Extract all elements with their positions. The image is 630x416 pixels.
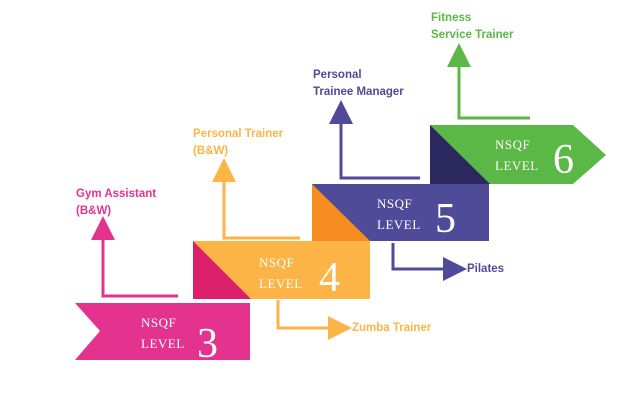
role-pilates: Pilates bbox=[467, 261, 504, 278]
level-5-number: 5 bbox=[435, 196, 456, 242]
level-3-label: NSQF LEVEL 3 bbox=[141, 315, 241, 365]
level-3-word: LEVEL bbox=[141, 336, 185, 351]
role-gym-assistant: Gym Assistant (B&W) bbox=[76, 186, 156, 220]
role-personal-trainer-line-2: (B&W) bbox=[193, 145, 229, 157]
level-6-number: 6 bbox=[553, 137, 574, 183]
role-personal-trainee-manager: Personal Trainee Manager bbox=[313, 67, 404, 101]
connector-pilates bbox=[391, 243, 467, 281]
role-personal-trainer: Personal Trainer (B&W) bbox=[193, 126, 283, 160]
connector-fitness-service-trainer bbox=[447, 43, 530, 120]
level-5-label: NSQF LEVEL 5 bbox=[377, 196, 477, 240]
level-4-number: 4 bbox=[319, 255, 340, 301]
connector-personal-trainer bbox=[212, 158, 300, 240]
level-4-nsqf: NSQF bbox=[259, 255, 295, 270]
role-zumba-trainer: Zumba Trainer bbox=[352, 320, 431, 337]
level-3-block bbox=[75, 303, 250, 360]
role-gym-assistant-line-1: Gym Assistant bbox=[76, 188, 157, 200]
level-5-nsqf: NSQF bbox=[377, 196, 413, 211]
role-personal-trainer-line-1: Personal Trainer bbox=[193, 128, 284, 140]
level-6-word: LEVEL bbox=[495, 158, 539, 173]
level-3-number: 3 bbox=[197, 321, 218, 367]
level-4-label: NSQF LEVEL 4 bbox=[259, 255, 359, 299]
role-personal-trainee-manager-line-2: Trainee Manager bbox=[313, 86, 404, 98]
level-4-block bbox=[193, 241, 370, 299]
level-6-label: NSQF LEVEL 6 bbox=[495, 137, 595, 181]
role-personal-trainee-manager-line-1: Personal bbox=[313, 69, 362, 81]
connector-gym-assistant bbox=[91, 216, 178, 298]
role-pilates-line-1: Pilates bbox=[467, 263, 505, 275]
role-fitness-service-trainer: Fitness Service Trainer bbox=[431, 10, 513, 44]
level-4-word: LEVEL bbox=[259, 276, 303, 291]
connector-zumba-trainer bbox=[276, 300, 352, 340]
level-6-nsqf: NSQF bbox=[495, 137, 531, 152]
connector-personal-trainee-manager bbox=[329, 100, 420, 180]
role-gym-assistant-line-2: (B&W) bbox=[76, 205, 112, 217]
role-fitness-service-trainer-line-1: Fitness bbox=[431, 12, 472, 24]
level-5-word: LEVEL bbox=[377, 217, 421, 232]
level-5-block bbox=[312, 184, 489, 241]
level-3-nsqf: NSQF bbox=[141, 315, 177, 330]
level-6-block bbox=[430, 125, 606, 184]
role-fitness-service-trainer-line-2: Service Trainer bbox=[431, 29, 514, 41]
role-zumba-trainer-line-1: Zumba Trainer bbox=[352, 322, 432, 334]
